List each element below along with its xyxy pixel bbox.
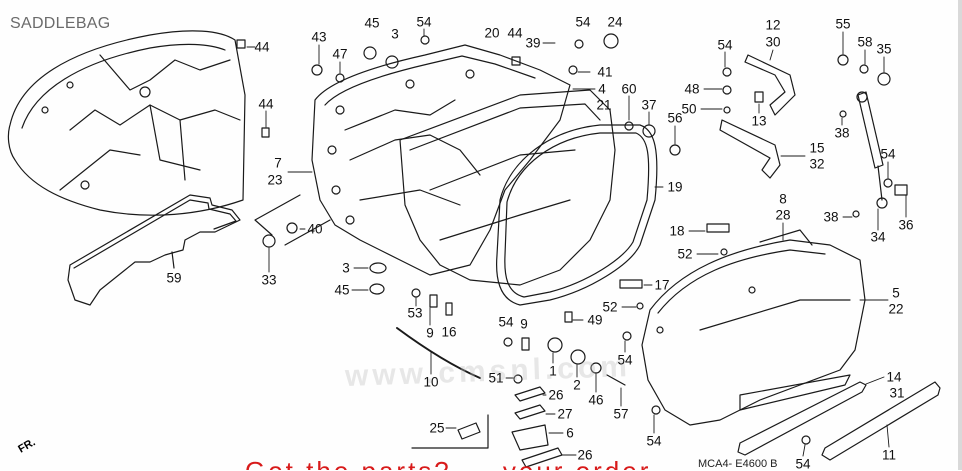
saddlebag-outer-shell (7, 30, 246, 216)
part-callout-10[interactable]: 10 (423, 374, 439, 390)
part-callout-56[interactable]: 56 (667, 110, 683, 126)
part-callout-54h[interactable]: 54 (795, 456, 811, 471)
part-callout-3a[interactable]: 3 (391, 26, 399, 42)
diagram-title: SADDLEBAG (10, 15, 111, 32)
part-callout-36[interactable]: 36 (898, 217, 914, 233)
diagram-code: MCA4- E4600 B (698, 458, 778, 470)
part-callout-4[interactable]: 4 (598, 81, 606, 97)
part-callout-3b[interactable]: 3 (342, 260, 350, 276)
part-callout-35[interactable]: 35 (876, 41, 892, 57)
part-callout-9b[interactable]: 9 (520, 316, 528, 332)
part-callout-14[interactable]: 14 (886, 369, 902, 385)
trim-11 (821, 381, 941, 461)
part-callout-54f[interactable]: 54 (617, 352, 633, 368)
part-callout-32[interactable]: 32 (809, 156, 825, 172)
part-callout-52b[interactable]: 52 (602, 299, 618, 315)
footer-promo-text: Got the parts? ... your order (245, 458, 651, 470)
part-callout-27[interactable]: 27 (557, 406, 573, 422)
part-callout-54a[interactable]: 54 (416, 14, 432, 30)
part-callout-39[interactable]: 39 (525, 35, 541, 51)
part-callout-5[interactable]: 5 (892, 285, 900, 301)
part-callout-23[interactable]: 23 (267, 172, 283, 188)
outer-lid (641, 229, 866, 426)
bracket-15 (719, 119, 781, 179)
part-callout-38b[interactable]: 38 (823, 209, 839, 225)
part-callout-54b[interactable]: 54 (575, 14, 591, 30)
part-callout-54d[interactable]: 54 (880, 146, 896, 162)
part-callout-25[interactable]: 25 (429, 420, 445, 436)
part-callout-48[interactable]: 48 (684, 81, 700, 97)
part-callout-44b[interactable]: 44 (258, 96, 274, 112)
inner-case-frame (311, 44, 571, 276)
part-callout-26b[interactable]: 26 (577, 447, 593, 463)
vertical-scrollbar[interactable] (958, 0, 962, 470)
part-callout-13[interactable]: 13 (751, 113, 767, 129)
part-callout-43[interactable]: 43 (311, 29, 327, 45)
part-callout-54e[interactable]: 54 (498, 314, 514, 330)
part-callout-21[interactable]: 21 (596, 97, 612, 113)
small-hardware (236, 33, 908, 468)
part-callout-33[interactable]: 33 (261, 272, 277, 288)
part-callout-58[interactable]: 58 (857, 34, 873, 50)
part-callout-60[interactable]: 60 (621, 81, 637, 97)
part-callout-55[interactable]: 55 (835, 16, 851, 32)
part-callout-16[interactable]: 16 (441, 324, 457, 340)
inner-liner (399, 89, 616, 286)
part-callout-24[interactable]: 24 (607, 14, 623, 30)
part-callout-18[interactable]: 18 (669, 223, 685, 239)
part-callout-45b[interactable]: 45 (334, 282, 350, 298)
part-callout-12[interactable]: 12 (765, 17, 781, 33)
part-callout-11[interactable]: 11 (881, 447, 897, 463)
part-callout-59[interactable]: 59 (166, 270, 182, 286)
seal-19 (496, 124, 658, 306)
part-callout-17[interactable]: 17 (654, 277, 670, 293)
part-callout-22[interactable]: 22 (888, 301, 904, 317)
part-callout-44a[interactable]: 44 (254, 39, 270, 55)
part-callout-26a[interactable]: 26 (548, 387, 564, 403)
part-callout-47[interactable]: 47 (332, 46, 348, 62)
part-callout-15[interactable]: 15 (809, 140, 825, 156)
part-callout-38a[interactable]: 38 (834, 125, 850, 141)
part-callout-28[interactable]: 28 (775, 207, 791, 223)
part-callout-45a[interactable]: 45 (364, 15, 380, 31)
gas-strut-34 (856, 91, 888, 209)
gasket-59 (67, 194, 241, 306)
part-callout-30[interactable]: 30 (765, 34, 781, 50)
part-callout-19[interactable]: 19 (667, 179, 683, 195)
part-callout-9a[interactable]: 9 (426, 325, 434, 341)
part-callout-51[interactable]: 51 (488, 370, 504, 386)
part-callout-50[interactable]: 50 (681, 101, 697, 117)
part-callout-40[interactable]: 40 (307, 221, 323, 237)
trim-14 (737, 381, 867, 456)
part-callout-37[interactable]: 37 (641, 97, 657, 113)
part-callout-54g[interactable]: 54 (646, 433, 662, 449)
part-callout-34[interactable]: 34 (870, 229, 886, 245)
part-callout-41[interactable]: 41 (597, 64, 613, 80)
part-callout-31[interactable]: 31 (889, 385, 905, 401)
part-callout-53[interactable]: 53 (407, 305, 423, 321)
part-callout-57[interactable]: 57 (613, 406, 629, 422)
part-callout-52a[interactable]: 52 (677, 246, 693, 262)
part-callout-46[interactable]: 46 (588, 392, 604, 408)
part-callout-1[interactable]: 1 (549, 363, 557, 379)
part-callout-49[interactable]: 49 (587, 312, 603, 328)
part-callout-8[interactable]: 8 (779, 191, 787, 207)
part-callout-20[interactable]: 20 (484, 25, 500, 41)
part-callout-7[interactable]: 7 (274, 155, 282, 171)
leader-lines (246, 28, 907, 457)
handle-12 (744, 54, 796, 116)
part-callout-2[interactable]: 2 (573, 377, 581, 393)
part-callout-44c[interactable]: 44 (507, 25, 523, 41)
part-callout-54c[interactable]: 54 (717, 37, 733, 53)
cable-10 (396, 327, 481, 379)
part-callout-6[interactable]: 6 (566, 425, 574, 441)
